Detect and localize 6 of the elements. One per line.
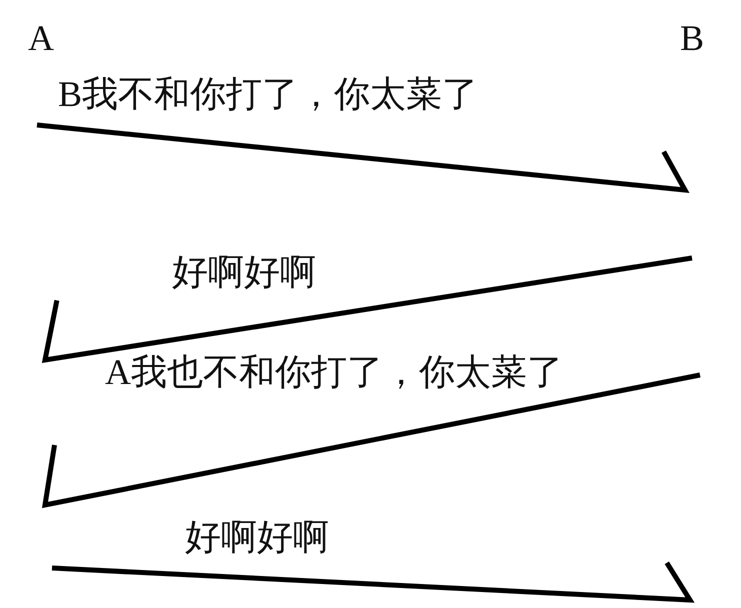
participant-label: A bbox=[28, 18, 54, 58]
message-label: 好啊好啊 bbox=[172, 252, 316, 292]
participant-label: B bbox=[680, 18, 704, 58]
message-label: B我不和你打了，你太菜了 bbox=[58, 74, 478, 114]
message-label: A我也不和你打了，你太菜了 bbox=[105, 352, 563, 392]
message-label: 好啊好啊 bbox=[185, 517, 329, 557]
